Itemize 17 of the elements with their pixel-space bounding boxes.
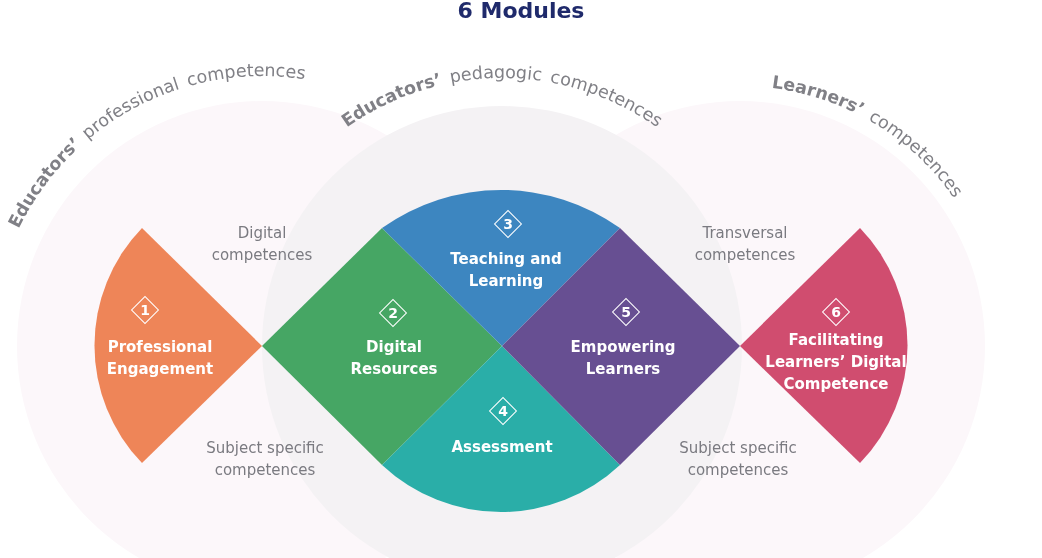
module-title: Assessment bbox=[450, 437, 554, 458]
diagram-title: 6 Modules bbox=[456, 0, 586, 23]
module-title: Empowering Learners bbox=[569, 337, 677, 380]
competence-label: Subject specific competences bbox=[205, 438, 325, 481]
module-title: Teaching and Learning bbox=[449, 249, 563, 292]
module-number: 1 bbox=[131, 296, 159, 324]
module-title: Facilitating Learners’ Digital Competence bbox=[764, 330, 908, 395]
competence-label: Digital competences bbox=[210, 223, 314, 266]
competence-label: Transversal competences bbox=[693, 223, 797, 266]
module-number: 5 bbox=[612, 298, 640, 326]
module-number: 3 bbox=[494, 210, 522, 238]
competence-label: Subject specific competences bbox=[678, 438, 798, 481]
module-number: 4 bbox=[489, 397, 517, 425]
module-number: 2 bbox=[379, 299, 407, 327]
module-number: 6 bbox=[822, 298, 850, 326]
module-title: Professional Engagement bbox=[105, 337, 215, 380]
module-title: Digital Resources bbox=[349, 337, 439, 380]
